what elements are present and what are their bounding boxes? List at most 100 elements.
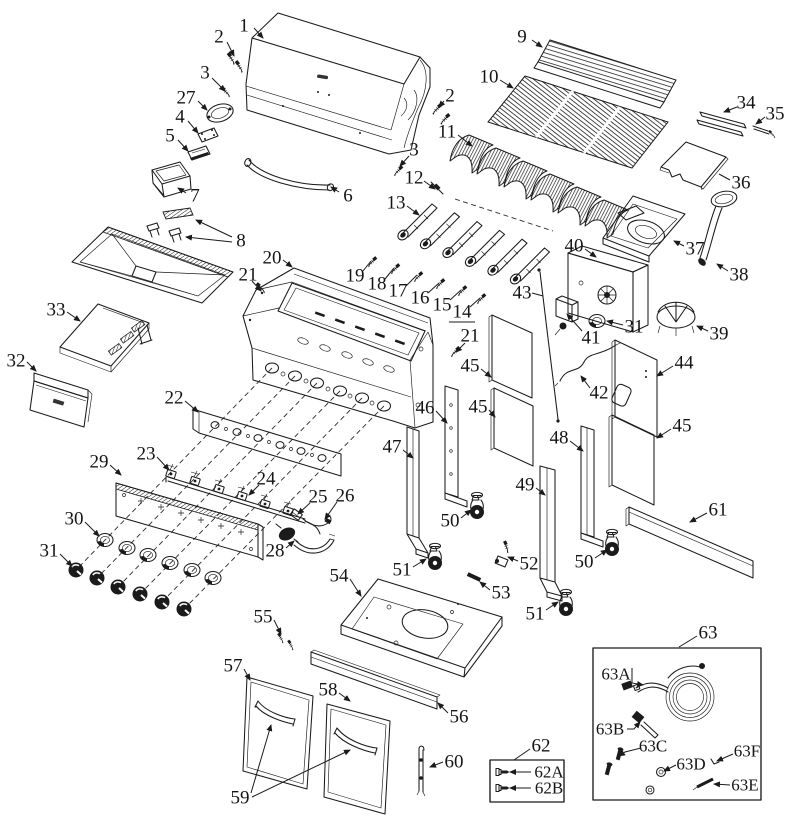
part-60-door-rod <box>416 745 426 797</box>
part-label-57: 57 <box>224 656 243 677</box>
part-55-screws <box>274 631 297 652</box>
part-label-63D: 63D <box>676 755 705 774</box>
part-label-51: 51 <box>526 604 545 625</box>
leader-line <box>480 368 492 378</box>
leader-line <box>156 456 170 471</box>
part-label-60: 60 <box>445 752 464 773</box>
leader-line <box>656 365 674 377</box>
part-7-grease-cup <box>151 161 192 198</box>
part-label-63F: 63F <box>734 742 760 761</box>
part-label-51: 51 <box>393 560 412 581</box>
part-label-3: 3 <box>409 140 419 161</box>
part-61-back-panel <box>625 506 754 579</box>
leader-line <box>531 39 543 48</box>
leader-line <box>349 578 362 597</box>
part-label-24: 24 <box>257 469 277 490</box>
part-label-21: 21 <box>239 265 258 286</box>
leader-line <box>399 155 410 167</box>
part-label-54: 54 <box>330 566 350 587</box>
part-label-10: 10 <box>480 67 499 88</box>
leader-line <box>580 375 591 389</box>
part-34-tool-rods <box>696 111 747 137</box>
leader-line <box>584 248 597 258</box>
part-52-bolt-bracket <box>494 539 514 568</box>
part-54-bottom-shelf <box>340 578 503 678</box>
leader-line <box>84 521 100 537</box>
leader-line <box>435 410 448 424</box>
part-27-lamp-bezel <box>206 103 234 123</box>
part-label-2: 2 <box>214 27 224 48</box>
leader-line <box>716 263 729 272</box>
leader-line <box>455 342 466 353</box>
leader-line <box>243 668 251 681</box>
leader-line <box>713 781 731 788</box>
part-label-1: 1 <box>239 16 249 37</box>
part-31-control-knobs <box>67 561 193 618</box>
part-1-lid <box>245 12 431 155</box>
part-28-hose-regulator <box>275 523 336 554</box>
part-53-clip <box>466 572 482 582</box>
part-label-39: 39 <box>710 324 729 345</box>
leader-line <box>197 100 208 111</box>
part-6-handle <box>244 158 335 192</box>
part-label-30: 30 <box>65 509 84 530</box>
leader-line <box>26 361 37 372</box>
leader-line <box>405 274 418 287</box>
part-22-support-bracket <box>192 407 342 477</box>
part-label-35: 35 <box>766 104 785 125</box>
leader-line <box>273 619 282 635</box>
leader-line <box>285 540 295 549</box>
part-33-side-shelf <box>59 303 153 373</box>
leader-line <box>513 748 531 761</box>
part-57-door-left <box>242 676 314 790</box>
part-label-61: 61 <box>709 500 728 521</box>
part-label-18: 18 <box>368 274 387 295</box>
part-label-32: 32 <box>7 351 26 372</box>
leader-line <box>569 440 584 452</box>
leader-line <box>469 297 481 308</box>
leader-line <box>723 106 738 113</box>
leader-line <box>59 553 73 567</box>
leader-line <box>718 173 731 181</box>
leader-line <box>177 139 189 152</box>
part-label-41: 41 <box>582 328 601 349</box>
part-label-6: 6 <box>343 186 353 207</box>
part-45-panel-right <box>608 414 655 506</box>
part-label-36: 36 <box>732 173 751 194</box>
part-label-31: 31 <box>40 541 59 562</box>
leader-line <box>330 186 340 193</box>
part-label-21: 21 <box>461 326 480 347</box>
part-label-11: 11 <box>438 122 456 143</box>
leader-line <box>449 289 462 301</box>
leader-line <box>507 556 519 563</box>
leader-line <box>187 120 199 134</box>
part-label-63: 63 <box>699 623 718 644</box>
leader-line <box>531 292 544 297</box>
leader-line <box>384 267 395 280</box>
part-label-28: 28 <box>266 541 285 562</box>
leader-line <box>689 512 708 523</box>
part-47-leg <box>406 426 429 559</box>
part-37-side-burner-tray <box>602 195 686 263</box>
part-label-25: 25 <box>309 487 328 508</box>
part-label-31: 31 <box>625 317 644 338</box>
leader-line <box>627 721 641 730</box>
part-label-20: 20 <box>263 248 282 269</box>
leader-line <box>406 205 420 216</box>
part-label-42: 42 <box>590 383 609 404</box>
leader-line <box>479 581 491 591</box>
part-label-45: 45 <box>673 416 692 437</box>
part-label-58: 58 <box>319 680 338 701</box>
part-label-43: 43 <box>513 283 532 304</box>
part-label-33: 33 <box>47 300 66 321</box>
part-45-panels-left <box>488 314 534 467</box>
part-label-55: 55 <box>254 607 273 628</box>
leader-line <box>618 747 642 757</box>
part-label-62: 62 <box>532 736 551 757</box>
leader-line <box>423 180 436 190</box>
leader-line <box>250 724 273 794</box>
part-label-15: 15 <box>433 295 452 316</box>
leader-line <box>499 79 514 89</box>
leader-line <box>66 311 81 322</box>
